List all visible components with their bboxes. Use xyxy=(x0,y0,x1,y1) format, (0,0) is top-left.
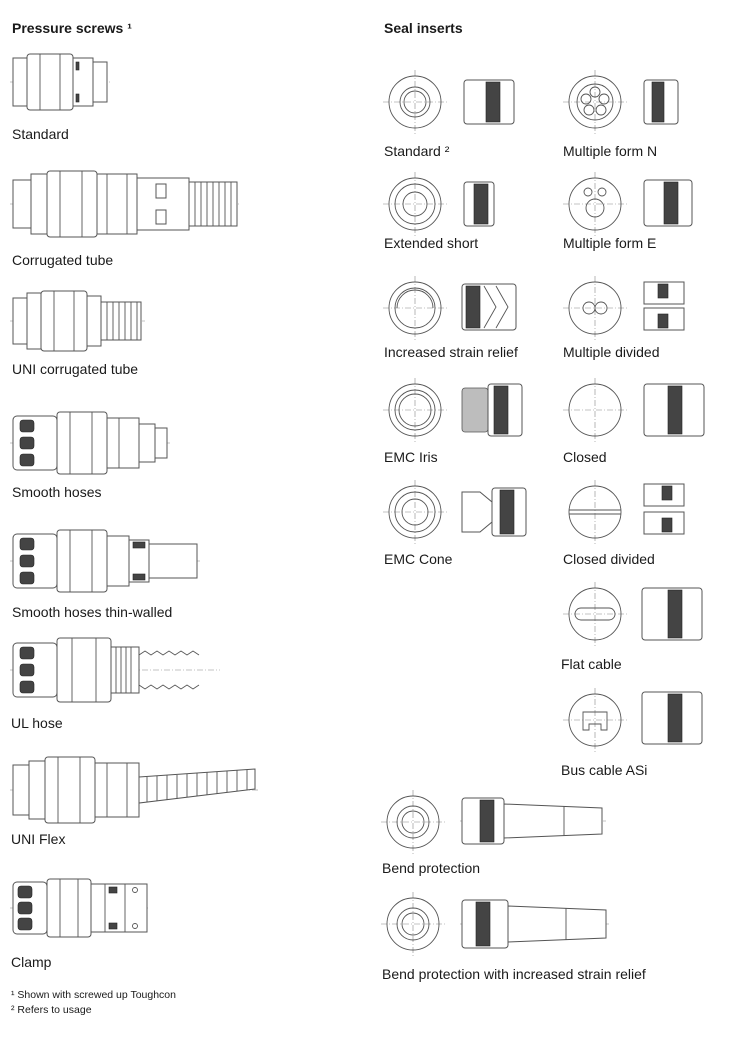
multiple-form-n-seal-front-drawing xyxy=(563,70,627,134)
seal-label-multiple-form-n: Multiple form N xyxy=(563,143,658,159)
extended-short-seal-side-drawing xyxy=(463,181,495,227)
seal-inserts-heading: Seal inserts xyxy=(384,20,463,36)
screw-label-corrugated-tube: Corrugated tube xyxy=(12,252,114,268)
ul-hose-screw-drawing xyxy=(10,637,220,703)
bend-protection-seal-side-drawing xyxy=(460,797,606,845)
seal-label-multiple-divided: Multiple divided xyxy=(563,344,660,360)
uni-flex-screw-drawing xyxy=(10,756,258,824)
screw-label-uni-corrugated-tube: UNI corrugated tube xyxy=(12,361,139,377)
smooth-hoses-screw-drawing xyxy=(10,411,170,475)
standard-seal-side-drawing xyxy=(463,79,515,125)
seal-label-bend-protection-increased-strain-relief: Bend protection with increased strain re… xyxy=(382,966,646,982)
seal-label-bend-protection: Bend protection xyxy=(382,860,481,876)
standard-screw-drawing xyxy=(10,53,110,111)
seal-label-multiple-form-e: Multiple form E xyxy=(563,235,657,251)
bus-cable-asi-seal-side-drawing xyxy=(641,691,703,745)
multiple-form-e-seal-front-drawing xyxy=(563,172,627,236)
clamp-screw-drawing xyxy=(10,878,150,938)
screw-label-uni-flex: UNI Flex xyxy=(11,831,66,847)
seal-label-standard: Standard ² xyxy=(384,143,450,159)
extended-short-seal-front-drawing xyxy=(383,172,447,236)
multiple-form-n-seal-side-drawing xyxy=(643,79,679,125)
multiple-divided-seal-front-drawing xyxy=(563,276,627,340)
seal-label-bus-cable-asi: Bus cable ASi xyxy=(561,762,648,778)
bend-protection-strain-relief-seal-front-drawing xyxy=(381,892,445,956)
emc-iris-seal-side-drawing xyxy=(461,383,523,437)
seal-label-flat-cable: Flat cable xyxy=(561,656,622,672)
corrugated-tube-screw-drawing xyxy=(10,170,240,238)
uni-corrugated-tube-screw-drawing xyxy=(10,290,145,352)
closed-divided-seal-front-drawing xyxy=(568,480,622,544)
screw-label-smooth-hoses-thin-walled: Smooth hoses thin-walled xyxy=(12,604,173,620)
smooth-hoses-thin-walled-screw-drawing xyxy=(10,529,200,593)
multiple-form-e-seal-side-drawing xyxy=(643,179,693,227)
screw-label-ul-hose: UL hose xyxy=(11,715,63,731)
multiple-divided-seal-side-drawing xyxy=(643,281,685,331)
seal-label-increased-strain-relief: Increased strain relief xyxy=(384,344,518,360)
seal-label-extended-short: Extended short xyxy=(384,235,479,251)
bus-cable-asi-seal-front-drawing xyxy=(563,688,627,752)
screw-label-smooth-hoses: Smooth hoses xyxy=(12,484,102,500)
pressure-screws-heading: Pressure screws ¹ xyxy=(12,20,132,36)
flat-cable-seal-front-drawing xyxy=(563,582,627,646)
emc-cone-seal-side-drawing xyxy=(461,487,527,537)
screw-label-clamp: Clamp xyxy=(11,954,52,970)
closed-seal-side-drawing xyxy=(643,383,705,437)
footnote-1: ¹ Shown with screwed up Toughcon xyxy=(11,989,176,1001)
increased-strain-relief-seal-side-drawing xyxy=(461,283,517,331)
footnote-2: ² Refers to usage xyxy=(11,1004,92,1016)
closed-divided-seal-side-drawing xyxy=(643,483,685,535)
increased-strain-relief-seal-front-drawing xyxy=(383,276,447,340)
flat-cable-seal-side-drawing xyxy=(641,587,703,641)
bend-protection-strain-relief-seal-side-drawing xyxy=(460,899,610,949)
seal-label-closed: Closed xyxy=(563,449,607,465)
emc-iris-seal-front-drawing xyxy=(383,378,447,442)
closed-seal-front-drawing xyxy=(563,378,627,442)
emc-cone-seal-front-drawing xyxy=(383,480,447,544)
standard-seal-front-drawing xyxy=(383,70,447,134)
bend-protection-seal-front-drawing xyxy=(381,790,445,854)
seal-label-closed-divided: Closed divided xyxy=(563,551,655,567)
seal-label-emc-cone: EMC Cone xyxy=(384,551,453,567)
screw-label-standard: Standard xyxy=(12,126,69,142)
seal-label-emc-iris: EMC Iris xyxy=(384,449,438,465)
